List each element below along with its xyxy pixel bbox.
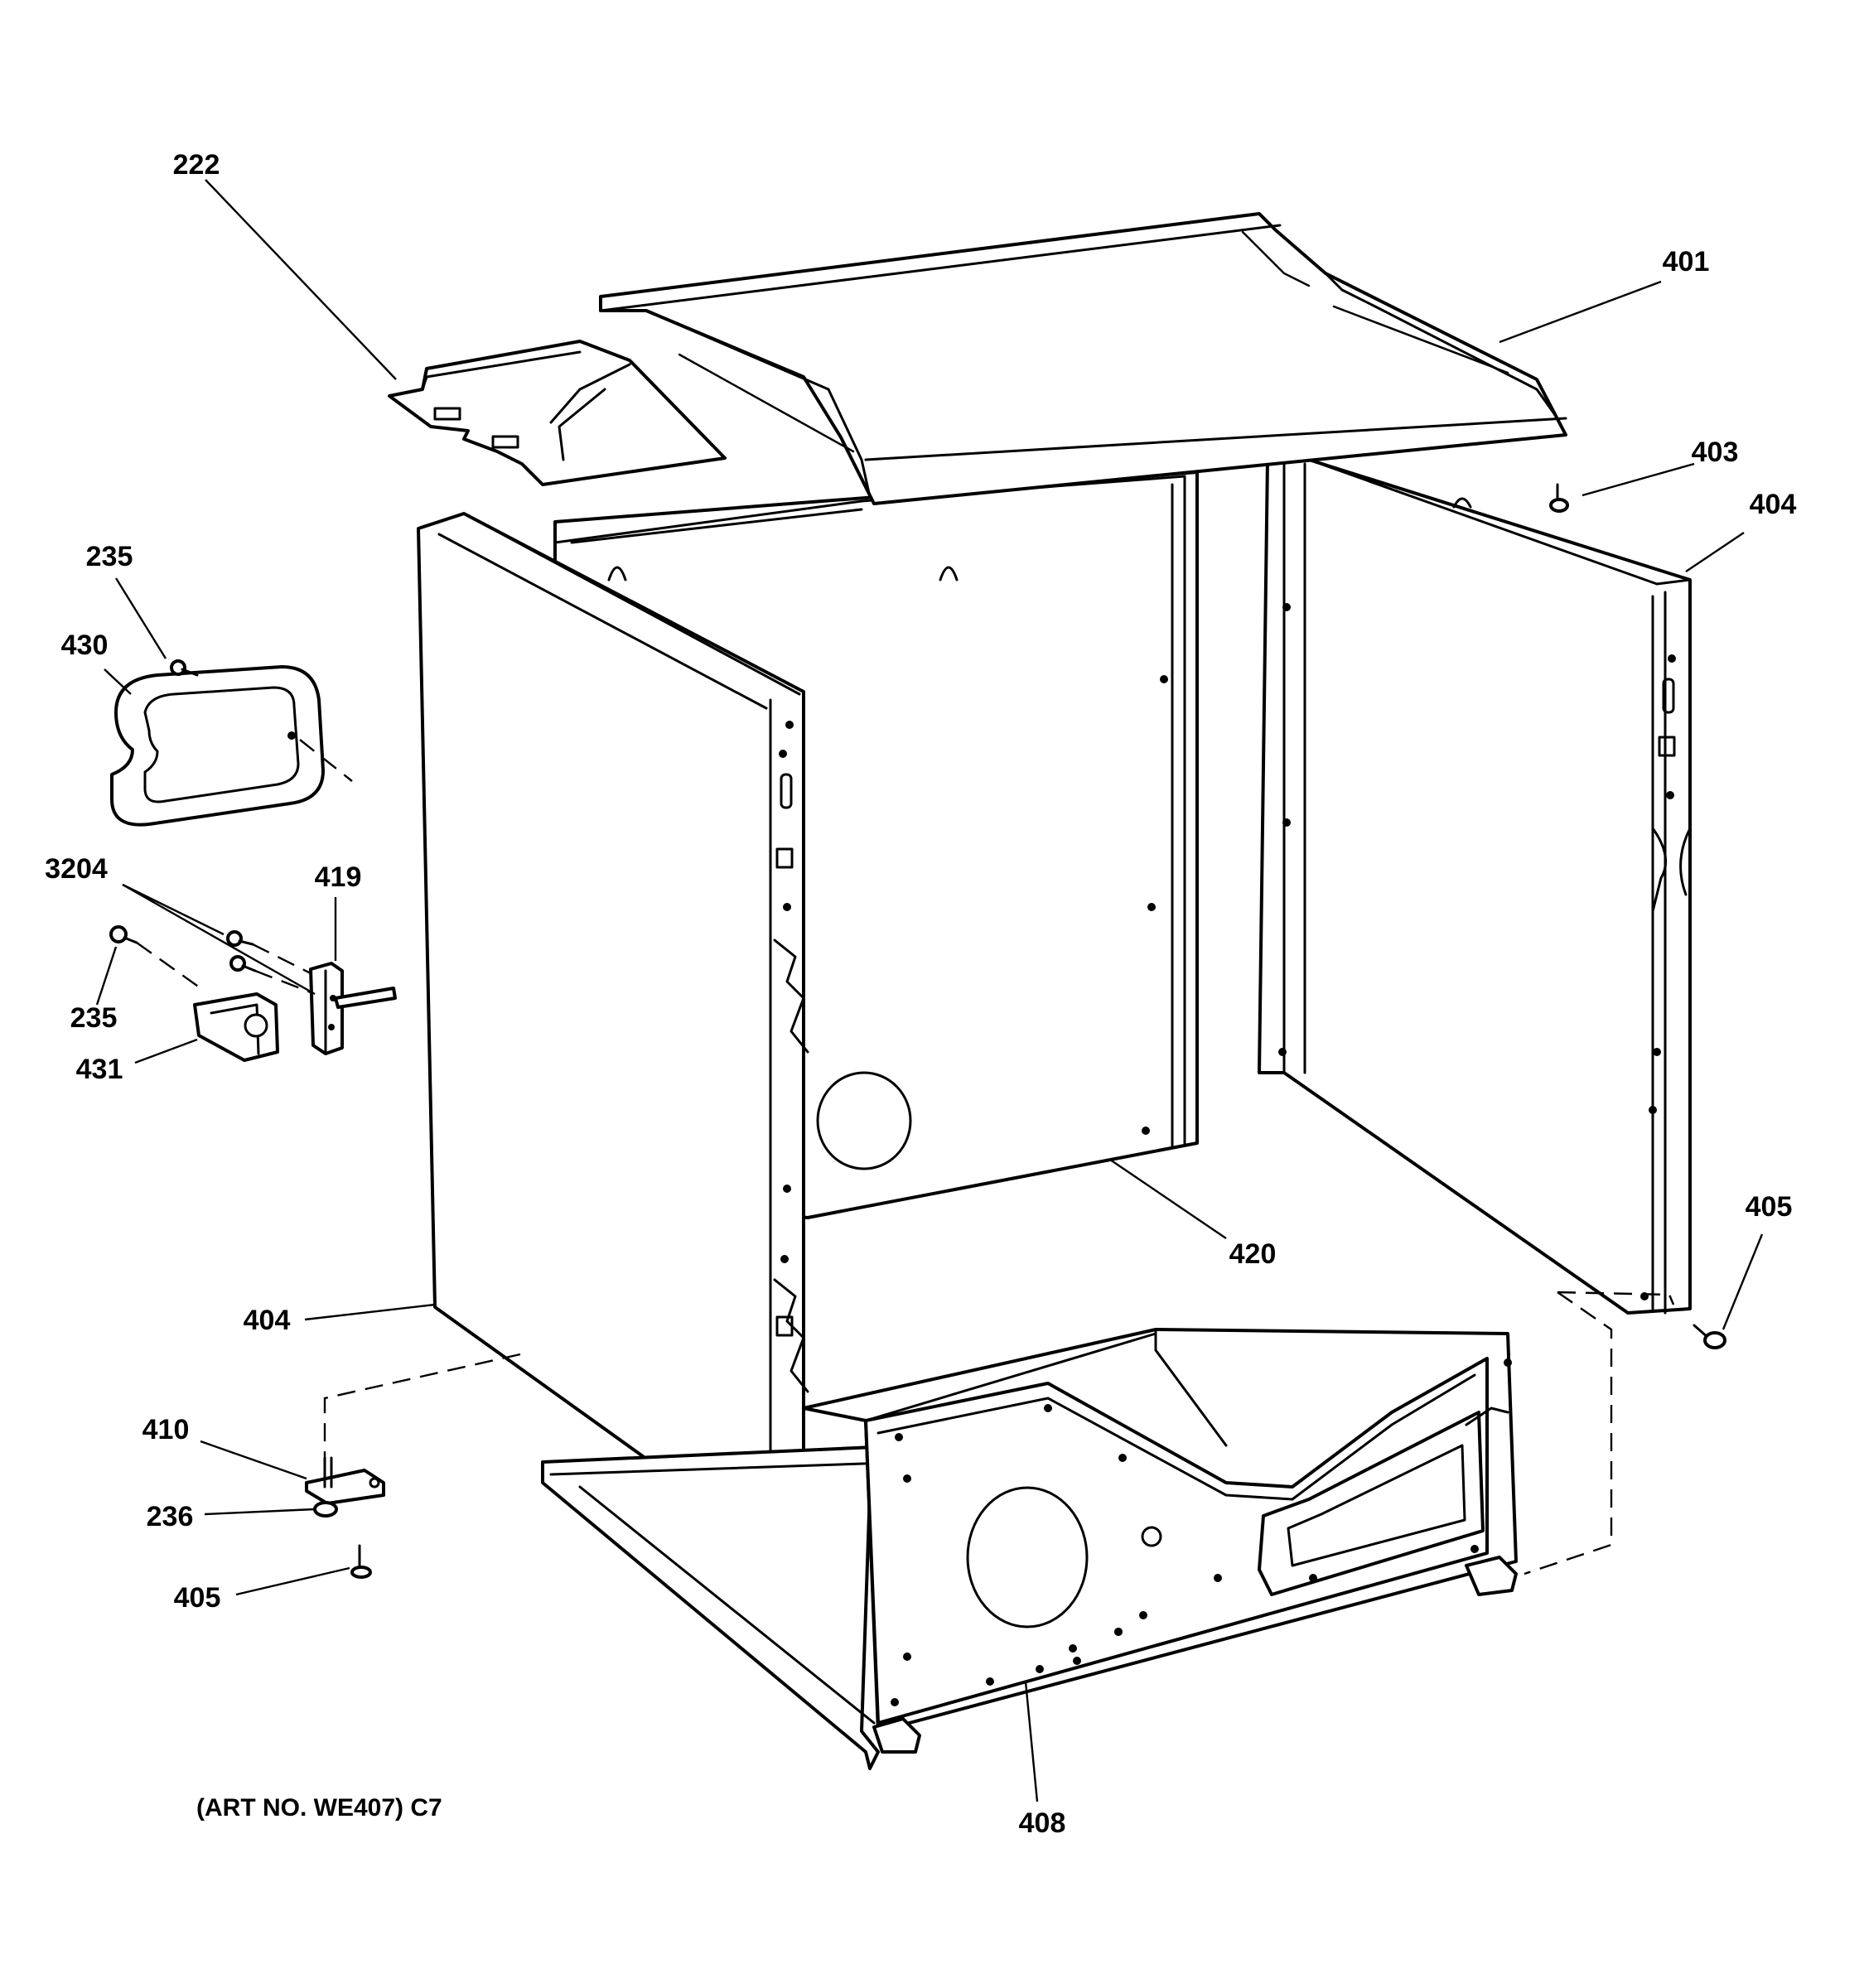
callout-401: 401 [1663,246,1710,277]
screw-3204-a [226,930,254,947]
callout-405-right: 405 [1746,1191,1793,1223]
callout-404-left: 404 [244,1305,291,1336]
callout-235-mid: 235 [70,1002,118,1034]
base-frame [541,1328,1518,1770]
screw-405-left [350,1544,372,1579]
screw-3204-b [229,955,257,972]
callout-236: 236 [147,1501,194,1532]
callout-3204: 3204 [45,853,108,885]
door-bezel [110,665,325,827]
vent-hole [816,1071,912,1170]
callout-222: 222 [173,149,220,181]
callout-405-left: 405 [174,1582,221,1614]
callout-431: 431 [76,1054,123,1085]
callout-420: 420 [1229,1238,1277,1270]
callout-235-top: 235 [86,541,133,572]
leveling-leg-410 [305,1456,385,1505]
callout-408: 408 [1019,1807,1066,1839]
screw-235-top [170,659,199,677]
right-side-panel [1258,458,1692,1315]
leader-lines [95,179,1764,1802]
left-side-panel [417,512,809,1546]
door-switch [309,962,397,1055]
door-hinge-bracket [193,992,279,1062]
foot-236 [313,1501,338,1518]
screw-405-right [1693,1324,1726,1349]
assembly-guides [136,739,1675,1575]
callout-410: 410 [142,1414,190,1445]
callout-419: 419 [315,861,362,893]
top-panel [599,212,1567,505]
callout-430: 430 [61,630,109,661]
callout-403: 403 [1692,437,1739,468]
screw-403 [1549,483,1569,513]
callout-404-right: 404 [1750,489,1797,520]
top-bracket [388,340,727,486]
callouts: 222 401 403 404 235 430 3204 419 235 431… [45,149,1796,1839]
art-number: (ART NO. WE407) C7 [196,1794,442,1822]
screw-235-mid [109,925,138,944]
drum-opening [966,1486,1089,1629]
